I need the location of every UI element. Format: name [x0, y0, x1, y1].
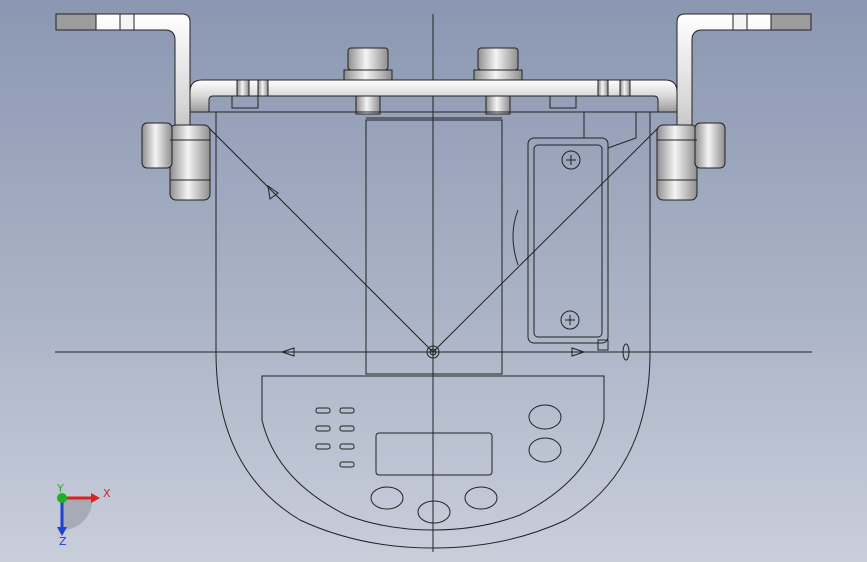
- connector-left: [343, 47, 393, 115]
- housing-body: [209, 95, 658, 549]
- coordinate-triad: X Y Z: [56, 482, 111, 548]
- panel-buttons: [370, 404, 562, 524]
- construction-lines: [208, 127, 659, 359]
- indicator-slots: [315, 407, 355, 468]
- right-bracket: [656, 13, 812, 201]
- x-axis-label: X: [103, 487, 111, 500]
- plate-tabs: [236, 79, 631, 97]
- z-axis-label: Z: [59, 535, 67, 548]
- y-axis-dot: [57, 493, 67, 503]
- top-plate: [189, 79, 678, 113]
- y-axis-label: Y: [56, 482, 64, 495]
- side-compartment: [512, 112, 637, 361]
- control-panel: [261, 375, 605, 531]
- connector-right: [473, 47, 523, 115]
- left-bracket: [55, 13, 211, 201]
- display-screen: [375, 432, 493, 476]
